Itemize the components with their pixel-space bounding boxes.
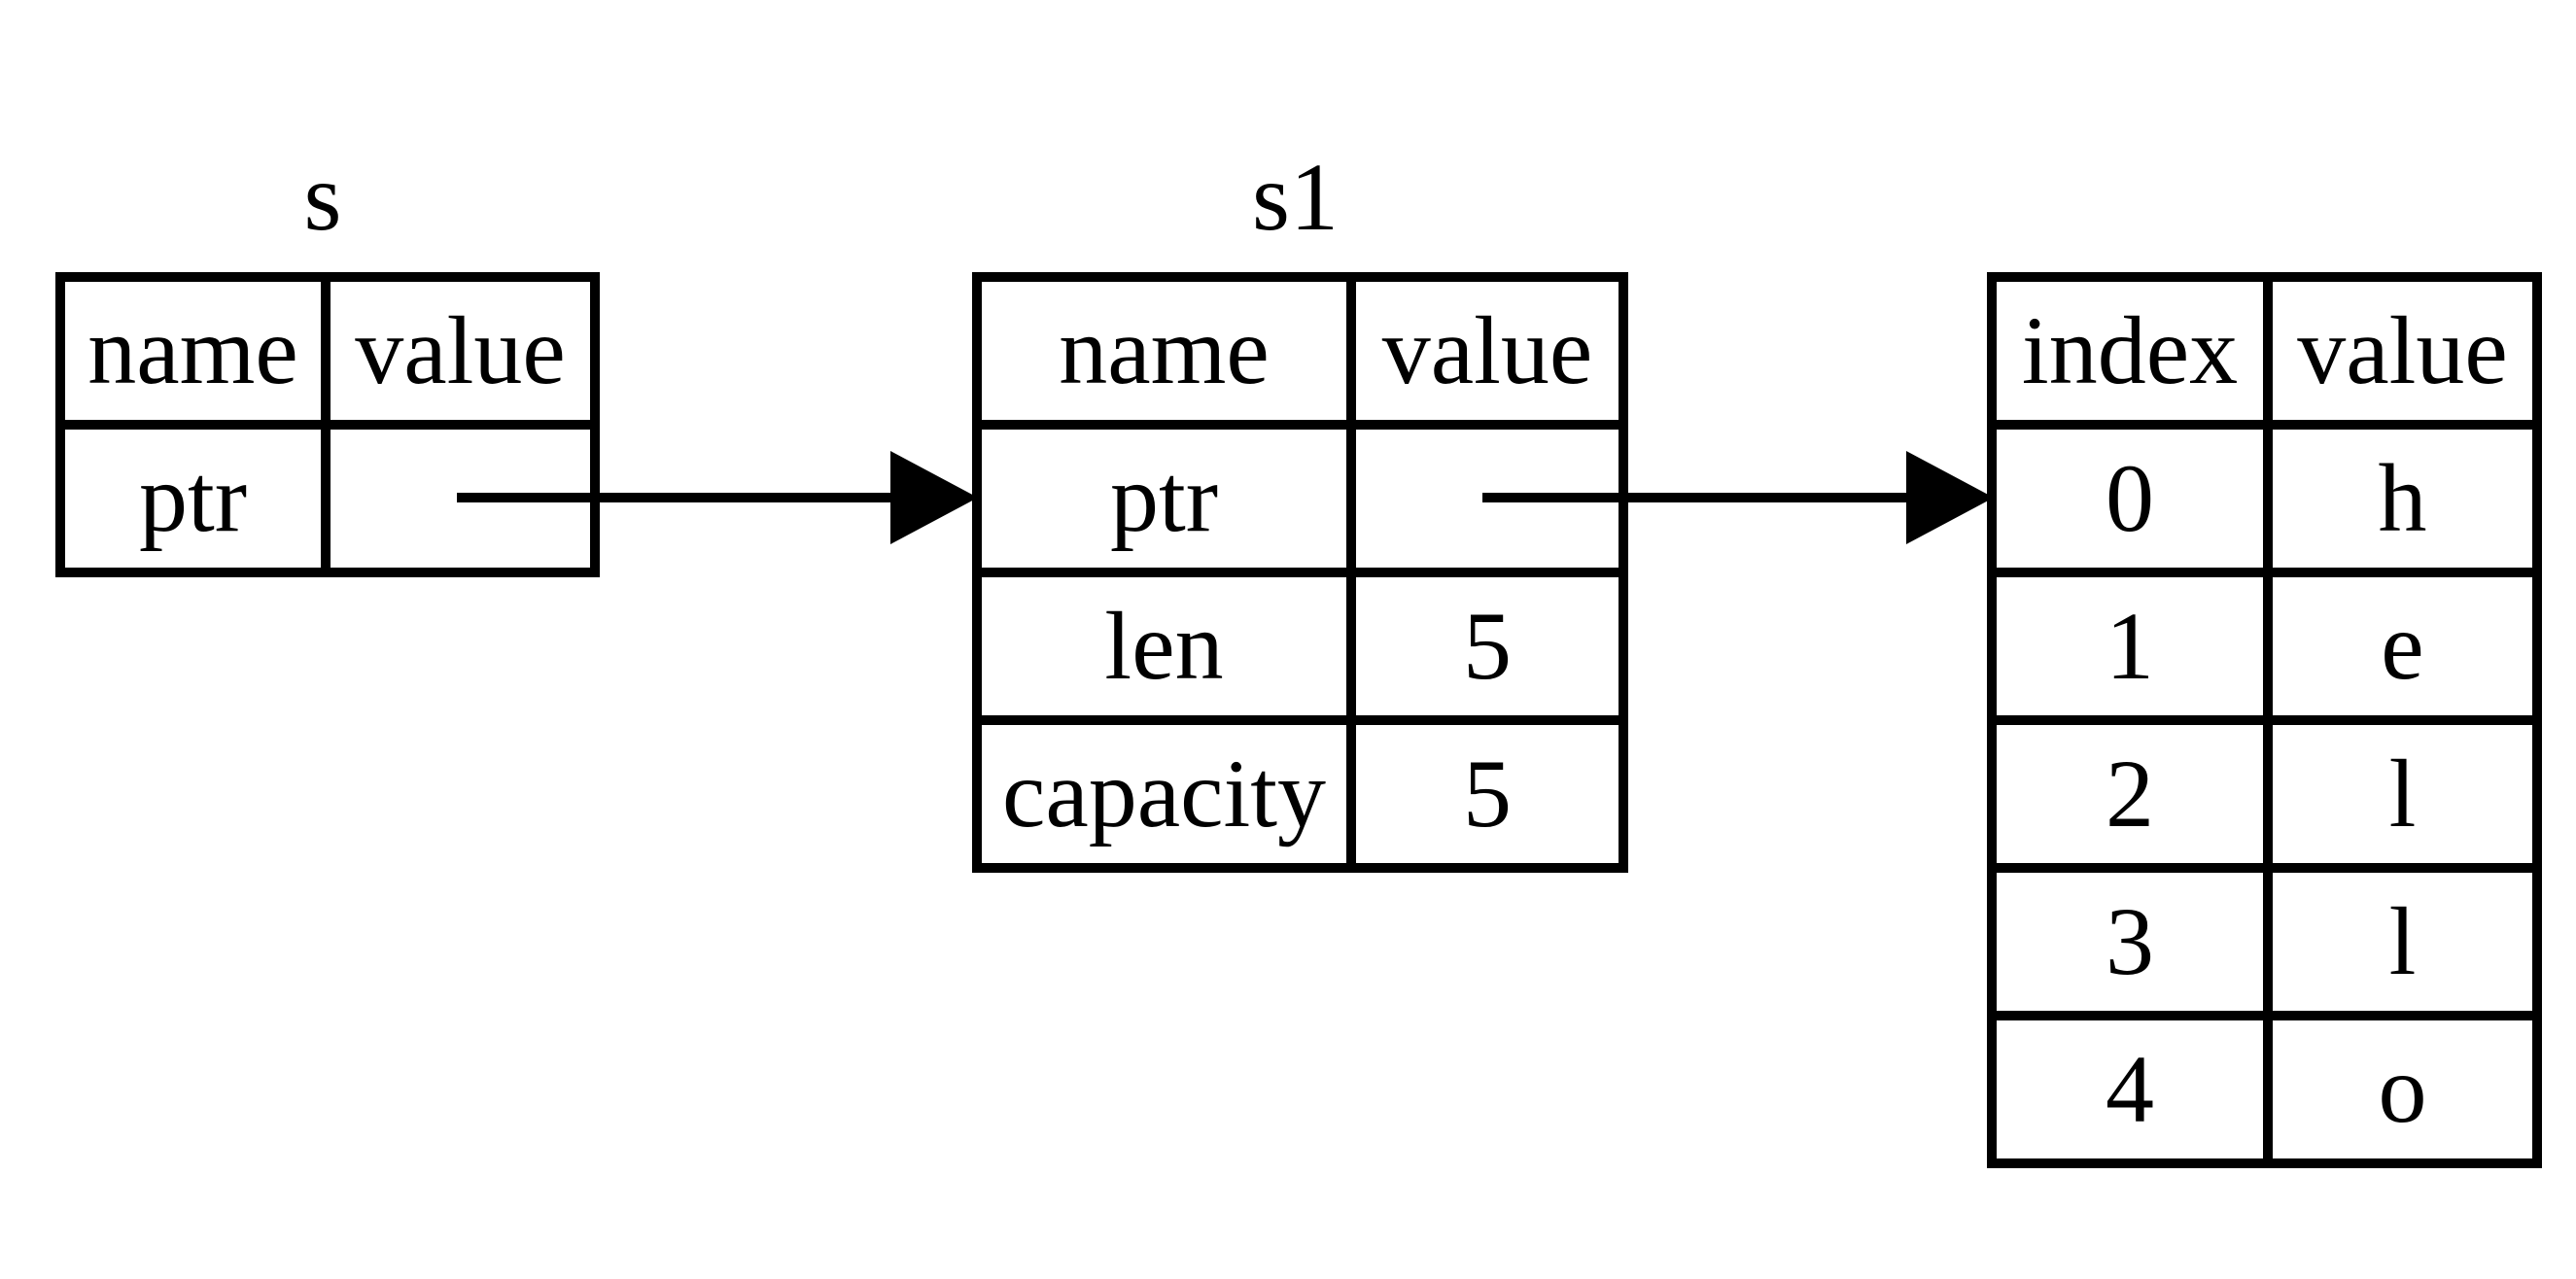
table-s1-header-value: value	[1346, 272, 1628, 430]
table-s1-title: s1	[1252, 143, 1339, 251]
table-s: name value ptr	[55, 272, 600, 577]
table-heap-index-4-cell: 4	[1987, 1011, 2273, 1168]
table-s-header-value: value	[321, 272, 600, 430]
table-s1-capacity-value-cell: 5	[1346, 715, 1628, 873]
table-row: 1 e	[1987, 568, 2542, 725]
table-heap-value-1-cell: e	[2263, 568, 2542, 725]
table-s-header-row: name value	[55, 272, 600, 430]
table-heap-value-0-cell: h	[2263, 420, 2542, 577]
table-s-header-name: name	[55, 272, 331, 430]
table-heap-value-2-cell: l	[2263, 715, 2542, 873]
arrowhead-icon	[1906, 451, 1994, 544]
table-heap-index-3-cell: 3	[1987, 863, 2273, 1020]
table-heap-index-2-cell: 2	[1987, 715, 2273, 873]
table-s1-len-name-cell: len	[972, 568, 1356, 725]
table-row: len 5	[972, 568, 1628, 725]
arrowhead-icon	[890, 451, 978, 544]
table-s-title: s	[303, 143, 342, 251]
table-row: ptr	[972, 420, 1628, 577]
table-s1-ptr-name-cell: ptr	[972, 420, 1356, 577]
table-s-ptr-name-cell: ptr	[55, 420, 331, 577]
table-heap-header-row: index value	[1987, 272, 2542, 430]
table-heap-index-1-cell: 1	[1987, 568, 2273, 725]
table-s-ptr-value-cell	[321, 420, 600, 577]
table-row: 2 l	[1987, 715, 2542, 873]
table-row: ptr	[55, 420, 600, 577]
table-row: 4 o	[1987, 1011, 2542, 1168]
table-row: 0 h	[1987, 420, 2542, 577]
table-heap-header-value: value	[2263, 272, 2542, 430]
table-s1-len-value-cell: 5	[1346, 568, 1628, 725]
table-row: 3 l	[1987, 863, 2542, 1020]
table-s1-header-row: name value	[972, 272, 1628, 430]
table-s1: name value ptr len 5 capacity 5	[972, 272, 1628, 873]
table-heap-value-4-cell: o	[2263, 1011, 2542, 1168]
table-s1-capacity-name-cell: capacity	[972, 715, 1356, 873]
table-s1-ptr-value-cell	[1346, 420, 1628, 577]
table-row: capacity 5	[972, 715, 1628, 873]
table-heap-value-3-cell: l	[2263, 863, 2542, 1020]
table-heap-header-index: index	[1987, 272, 2273, 430]
table-s1-header-name: name	[972, 272, 1356, 430]
table-heap: index value 0 h 1 e 2 l 3 l 4 o	[1987, 272, 2542, 1168]
table-heap-index-0-cell: 0	[1987, 420, 2273, 577]
